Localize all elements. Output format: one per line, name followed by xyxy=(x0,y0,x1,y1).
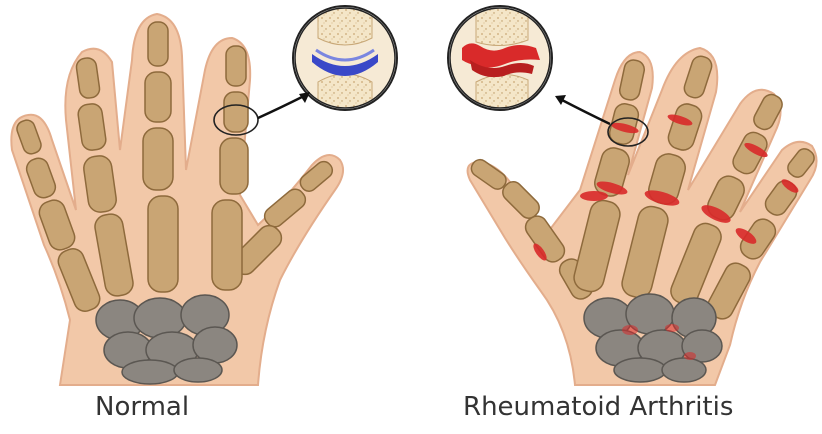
normal-caption: Normal xyxy=(95,392,189,422)
normal-hand xyxy=(11,14,343,385)
joint-magnifier-icon xyxy=(293,0,397,116)
inflamed-joint-magnifier-icon xyxy=(448,0,552,116)
ra-caption: Rheumatoid Arthritis xyxy=(463,392,733,422)
callout-arrows xyxy=(258,96,610,124)
